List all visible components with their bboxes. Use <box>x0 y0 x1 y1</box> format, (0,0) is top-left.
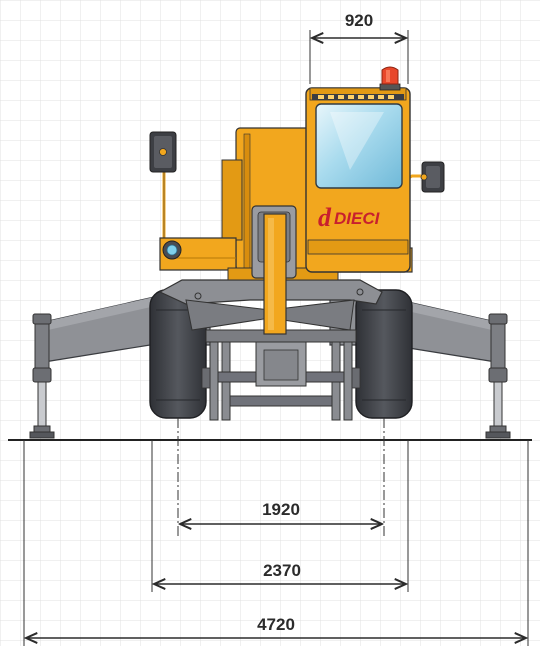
logo-mark: d <box>318 203 332 232</box>
wheel-right <box>355 289 413 419</box>
mirror-right <box>403 161 445 193</box>
dimension-wheel-track: 1920 <box>180 500 382 524</box>
operator-cab <box>305 87 411 273</box>
extension-lines-4720 <box>23 440 529 646</box>
dimension-cab-width: 920 <box>309 11 409 84</box>
roof-lights <box>312 94 404 100</box>
beacon-light <box>379 66 401 91</box>
telescopic-boom <box>251 205 297 335</box>
dimension-label-1920: 1920 <box>262 500 300 519</box>
dimension-label-2370: 2370 <box>263 561 301 580</box>
mirror-left <box>149 131 177 244</box>
logo-name: DIECI <box>334 209 381 228</box>
brand-logo: d DIECI <box>318 203 381 232</box>
headlight-left <box>162 240 182 260</box>
extension-lines-2370 <box>151 440 409 592</box>
dimension-label-920: 920 <box>345 11 373 30</box>
windshield <box>315 103 403 189</box>
dimension-label-4720: 4720 <box>257 615 295 634</box>
dimension-outrigger-span: 4720 <box>26 615 526 638</box>
axle-frame <box>201 329 361 421</box>
outrigger-leg-right <box>485 313 511 439</box>
dimension-overall-width: 2370 <box>154 561 406 584</box>
outrigger-leg-left <box>29 313 55 439</box>
wheel-centerlines <box>177 418 385 536</box>
